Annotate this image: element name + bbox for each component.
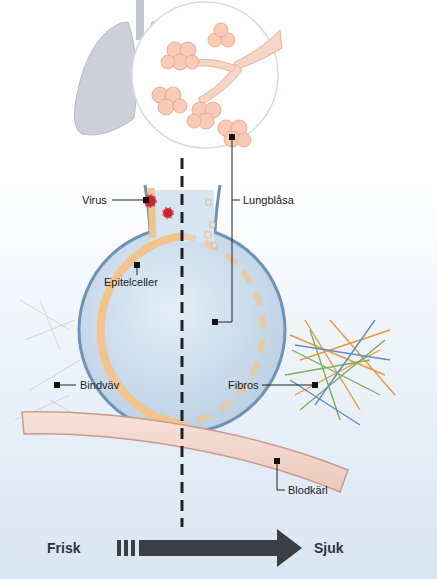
part-label: Bindväv: [80, 379, 119, 392]
part-label: Fibros: [228, 379, 259, 392]
part-label: Lungblåsa: [243, 194, 294, 207]
virus-label: Virus: [82, 194, 107, 207]
leader-lines: [60, 139, 315, 490]
leader-squares: [54, 134, 318, 464]
zoom-circle: [132, 2, 282, 148]
connective-tissue: [15, 300, 85, 420]
divider-line: [181, 158, 184, 527]
progression-arrow: [117, 529, 302, 567]
state-label: Frisk: [47, 540, 80, 556]
part-label: Blodkärl: [288, 484, 328, 497]
virus-particles: [144, 195, 173, 218]
blood-vessel: [22, 412, 348, 492]
part-label: Epitelceller: [104, 276, 158, 289]
state-label: Sjuk: [314, 540, 344, 556]
fibrosis: [285, 320, 395, 425]
